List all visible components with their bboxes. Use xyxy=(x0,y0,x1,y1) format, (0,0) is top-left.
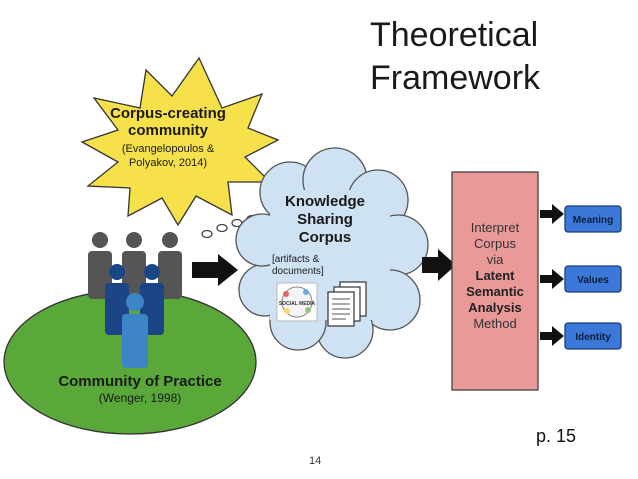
social-media-badge-icon: SOCIAL MEDIA xyxy=(276,282,318,322)
cloud-note-1: [artifacts & xyxy=(272,254,320,265)
slide-title: Theoretical Framework xyxy=(370,14,540,100)
arrow-community-to-cloud xyxy=(192,254,238,286)
method-bold-3: Analysis xyxy=(468,300,521,315)
community-citation: (Wenger, 1998) xyxy=(99,391,182,405)
arrow-to-meaning xyxy=(540,204,564,224)
title-line-2: Framework xyxy=(370,59,541,97)
cloud-title-2: Sharing xyxy=(297,211,353,228)
arrow-to-identity xyxy=(540,326,564,346)
arrow-cloud-to-method xyxy=(422,249,456,281)
slide-number: 14 xyxy=(309,455,322,467)
method-bold-1: Latent xyxy=(476,268,516,283)
badge-text: SOCIAL MEDIA xyxy=(279,301,316,307)
cloud-title-3: Corpus xyxy=(299,229,352,246)
output-label-meaning: Meaning xyxy=(573,215,614,226)
output-box-values xyxy=(564,265,622,293)
arrow-to-values xyxy=(540,269,564,289)
star-citation-2: Polyakov, 2014) xyxy=(129,157,207,169)
cloud-note-2: documents] xyxy=(272,266,324,277)
community-title: Community of Practice xyxy=(58,373,221,390)
star-title-1: Corpus-creating xyxy=(110,105,226,122)
output-box-identity xyxy=(564,322,622,350)
cloud-title-1: Knowledge xyxy=(285,193,365,210)
title-line-1: Theoretical xyxy=(370,16,539,54)
people-group-icon xyxy=(88,232,182,368)
method-line-last: Method xyxy=(473,316,516,331)
lsa-method-box xyxy=(451,171,539,391)
page-reference: p. 15 xyxy=(536,426,577,446)
method-line-1: Interpret xyxy=(471,220,520,235)
method-bold-2: Semantic xyxy=(466,284,524,299)
output-box-meaning xyxy=(564,205,622,233)
output-arrows xyxy=(540,204,564,346)
output-label-identity: Identity xyxy=(575,332,611,343)
output-label-values: Values xyxy=(577,275,609,286)
corpus-community-star xyxy=(80,56,280,227)
method-line-2: Corpus xyxy=(474,236,516,251)
method-line-3: via xyxy=(487,252,504,267)
star-citation-1: (Evangelopoulos & xyxy=(122,143,215,155)
documents-icon xyxy=(327,281,367,327)
star-title-2: community xyxy=(128,122,209,139)
